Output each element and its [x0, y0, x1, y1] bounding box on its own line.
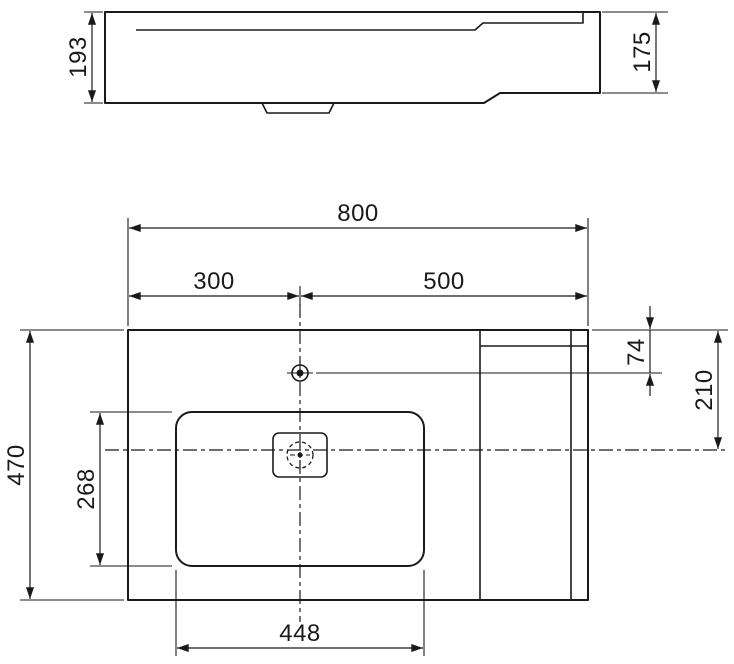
drain-protrusion: [261, 102, 335, 114]
dim-tap-left-label: 300: [193, 268, 235, 295]
dim-tap-position: 300 500: [129, 268, 587, 306]
dim-center-from-back-label: 210: [691, 369, 718, 411]
dim-overall-depth-label: 470: [3, 444, 30, 486]
basin-plan-outline: [127, 329, 589, 601]
dim-center-from-back: 210: [691, 331, 723, 449]
dim-height-front: 193: [65, 11, 103, 104]
dim-height-front-label: 193: [65, 36, 92, 78]
dim-overall-depth: 470: [3, 329, 124, 601]
basin-rim-line: [136, 12, 584, 31]
basin-side-outline: [104, 11, 601, 104]
dim-hole-from-back-label: 74: [623, 338, 650, 366]
dim-bowl-depth: 268: [73, 411, 172, 567]
side-elevation-view: 193 175: [65, 11, 668, 114]
dim-height-back: 175: [602, 11, 668, 94]
dim-bowl-width: 448: [175, 570, 425, 656]
dim-overall-width-label: 800: [337, 200, 379, 227]
dim-hole-from-back: 74: [316, 306, 728, 396]
plan-view: 800 300 500 470 268 44: [3, 200, 728, 656]
dim-height-back-label: 175: [629, 31, 656, 73]
dim-bowl-depth-label: 268: [73, 468, 100, 510]
dim-overall-width: 800: [127, 200, 589, 326]
dim-bowl-width-label: 448: [279, 620, 321, 647]
dim-tap-right-label: 500: [423, 268, 465, 295]
